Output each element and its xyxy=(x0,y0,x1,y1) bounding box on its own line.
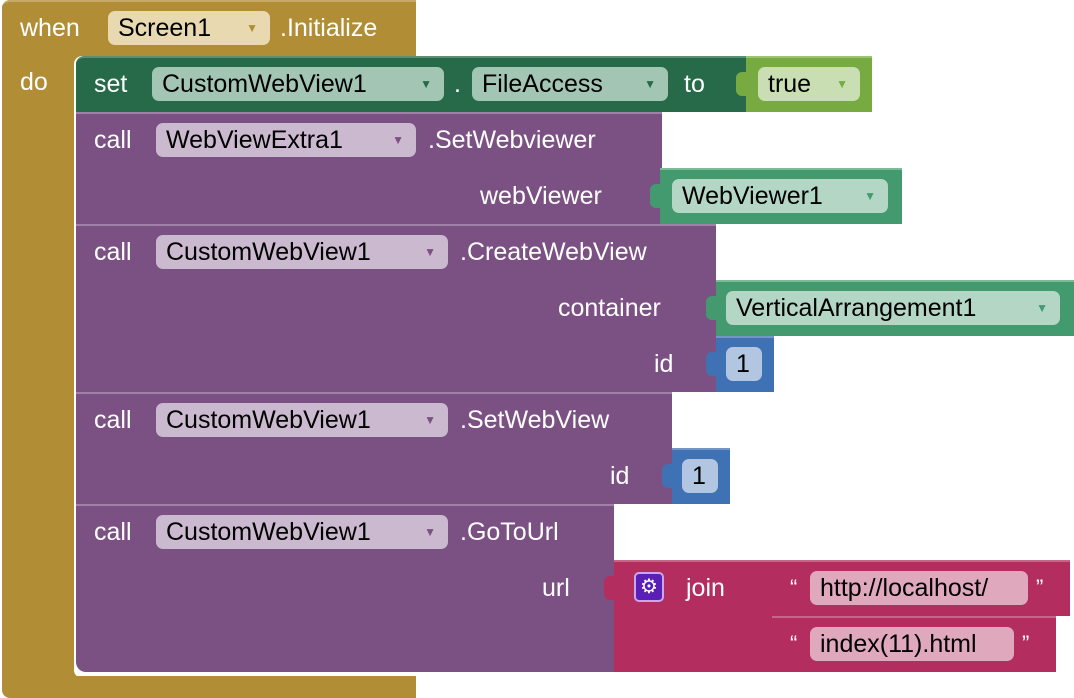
value-connector xyxy=(650,184,660,208)
boolean-value: true xyxy=(768,70,812,98)
chevron-down-icon: ▼ xyxy=(246,21,258,35)
chevron-down-icon: ▼ xyxy=(644,77,656,91)
container-component-dropdown[interactable]: VerticalArrangement1 ▼ xyxy=(726,291,1060,325)
webviewer-component-value: WebViewer1 xyxy=(682,182,823,210)
call-component-value: WebViewExtra1 xyxy=(166,126,343,154)
chevron-down-icon: ▼ xyxy=(424,525,436,539)
set-component-value: CustomWebView1 xyxy=(162,70,367,98)
call-component-value: CustomWebView1 xyxy=(166,518,371,546)
call-component-dropdown[interactable]: CustomWebView1 ▼ xyxy=(156,403,448,437)
text-string-field[interactable]: http://localhost/ xyxy=(810,571,1028,605)
chevron-down-icon: ▼ xyxy=(420,77,432,91)
gear-icon[interactable]: ⚙ xyxy=(634,572,664,602)
arg-label-webviewer: webViewer xyxy=(480,182,602,210)
do-label: do xyxy=(20,68,48,96)
close-quote-icon: ” xyxy=(1022,631,1030,656)
method-name-label: .GoToUrl xyxy=(460,518,559,546)
open-quote-icon: “ xyxy=(790,575,798,600)
text-string-field[interactable]: index(11).html xyxy=(810,627,1014,661)
call-component-value: CustomWebView1 xyxy=(166,406,371,434)
call-component-dropdown[interactable]: CustomWebView1 ▼ xyxy=(156,515,448,549)
event-component-dropdown[interactable]: Screen1 ▼ xyxy=(108,11,270,45)
webviewer-component-dropdown[interactable]: WebViewer1 ▼ xyxy=(672,179,888,213)
arg-label-url: url xyxy=(542,574,570,602)
close-quote-icon: ” xyxy=(1036,575,1044,600)
to-label: to xyxy=(684,70,705,98)
open-quote-icon: “ xyxy=(790,631,798,656)
value-connector xyxy=(762,632,772,656)
call-label: call xyxy=(94,406,132,434)
set-property-dropdown[interactable]: FileAccess ▼ xyxy=(472,67,668,101)
arg-label-container: container xyxy=(558,294,661,322)
chevron-down-icon: ▼ xyxy=(1036,301,1048,315)
chevron-down-icon: ▼ xyxy=(424,245,436,259)
call-component-dropdown[interactable]: WebViewExtra1 ▼ xyxy=(156,123,416,157)
value-connector xyxy=(706,296,716,320)
set-property-value: FileAccess xyxy=(482,70,603,98)
value-connector xyxy=(662,464,672,488)
event-block-footer xyxy=(74,676,416,698)
value-connector xyxy=(706,352,716,376)
number-value: 1 xyxy=(692,462,706,490)
arg-label-id: id xyxy=(654,350,674,378)
boolean-dropdown[interactable]: true ▼ xyxy=(758,67,860,101)
chevron-down-icon: ▼ xyxy=(864,189,876,203)
value-connector xyxy=(736,72,746,96)
number-value: 1 xyxy=(736,350,750,378)
chevron-down-icon: ▼ xyxy=(836,77,848,91)
join-label: join xyxy=(686,574,725,602)
arg-label-id: id xyxy=(610,462,630,490)
value-connector xyxy=(604,576,614,600)
number-field[interactable]: 1 xyxy=(682,459,718,493)
method-name-label: .SetWebviewer xyxy=(428,126,596,154)
when-label: when xyxy=(20,14,80,42)
call-label: call xyxy=(94,518,132,546)
text-string-value: http://localhost/ xyxy=(820,574,989,602)
method-name-label: .CreateWebView xyxy=(460,238,647,266)
set-dot-label: . xyxy=(454,70,461,98)
value-connector xyxy=(762,576,772,600)
call-component-value: CustomWebView1 xyxy=(166,238,371,266)
set-label: set xyxy=(94,70,128,98)
call-component-dropdown[interactable]: CustomWebView1 ▼ xyxy=(156,235,448,269)
container-component-value: VerticalArrangement1 xyxy=(736,294,977,322)
call-label: call xyxy=(94,126,132,154)
number-field[interactable]: 1 xyxy=(726,347,762,381)
call-label: call xyxy=(94,238,132,266)
chevron-down-icon: ▼ xyxy=(424,413,436,427)
method-name-label: .SetWebView xyxy=(460,406,610,434)
event-component-value: Screen1 xyxy=(118,14,212,42)
text-string-value: index(11).html xyxy=(820,630,977,658)
chevron-down-icon: ▼ xyxy=(392,133,404,147)
set-component-dropdown[interactable]: CustomWebView1 ▼ xyxy=(152,67,444,101)
event-name-label: .Initialize xyxy=(280,14,378,42)
